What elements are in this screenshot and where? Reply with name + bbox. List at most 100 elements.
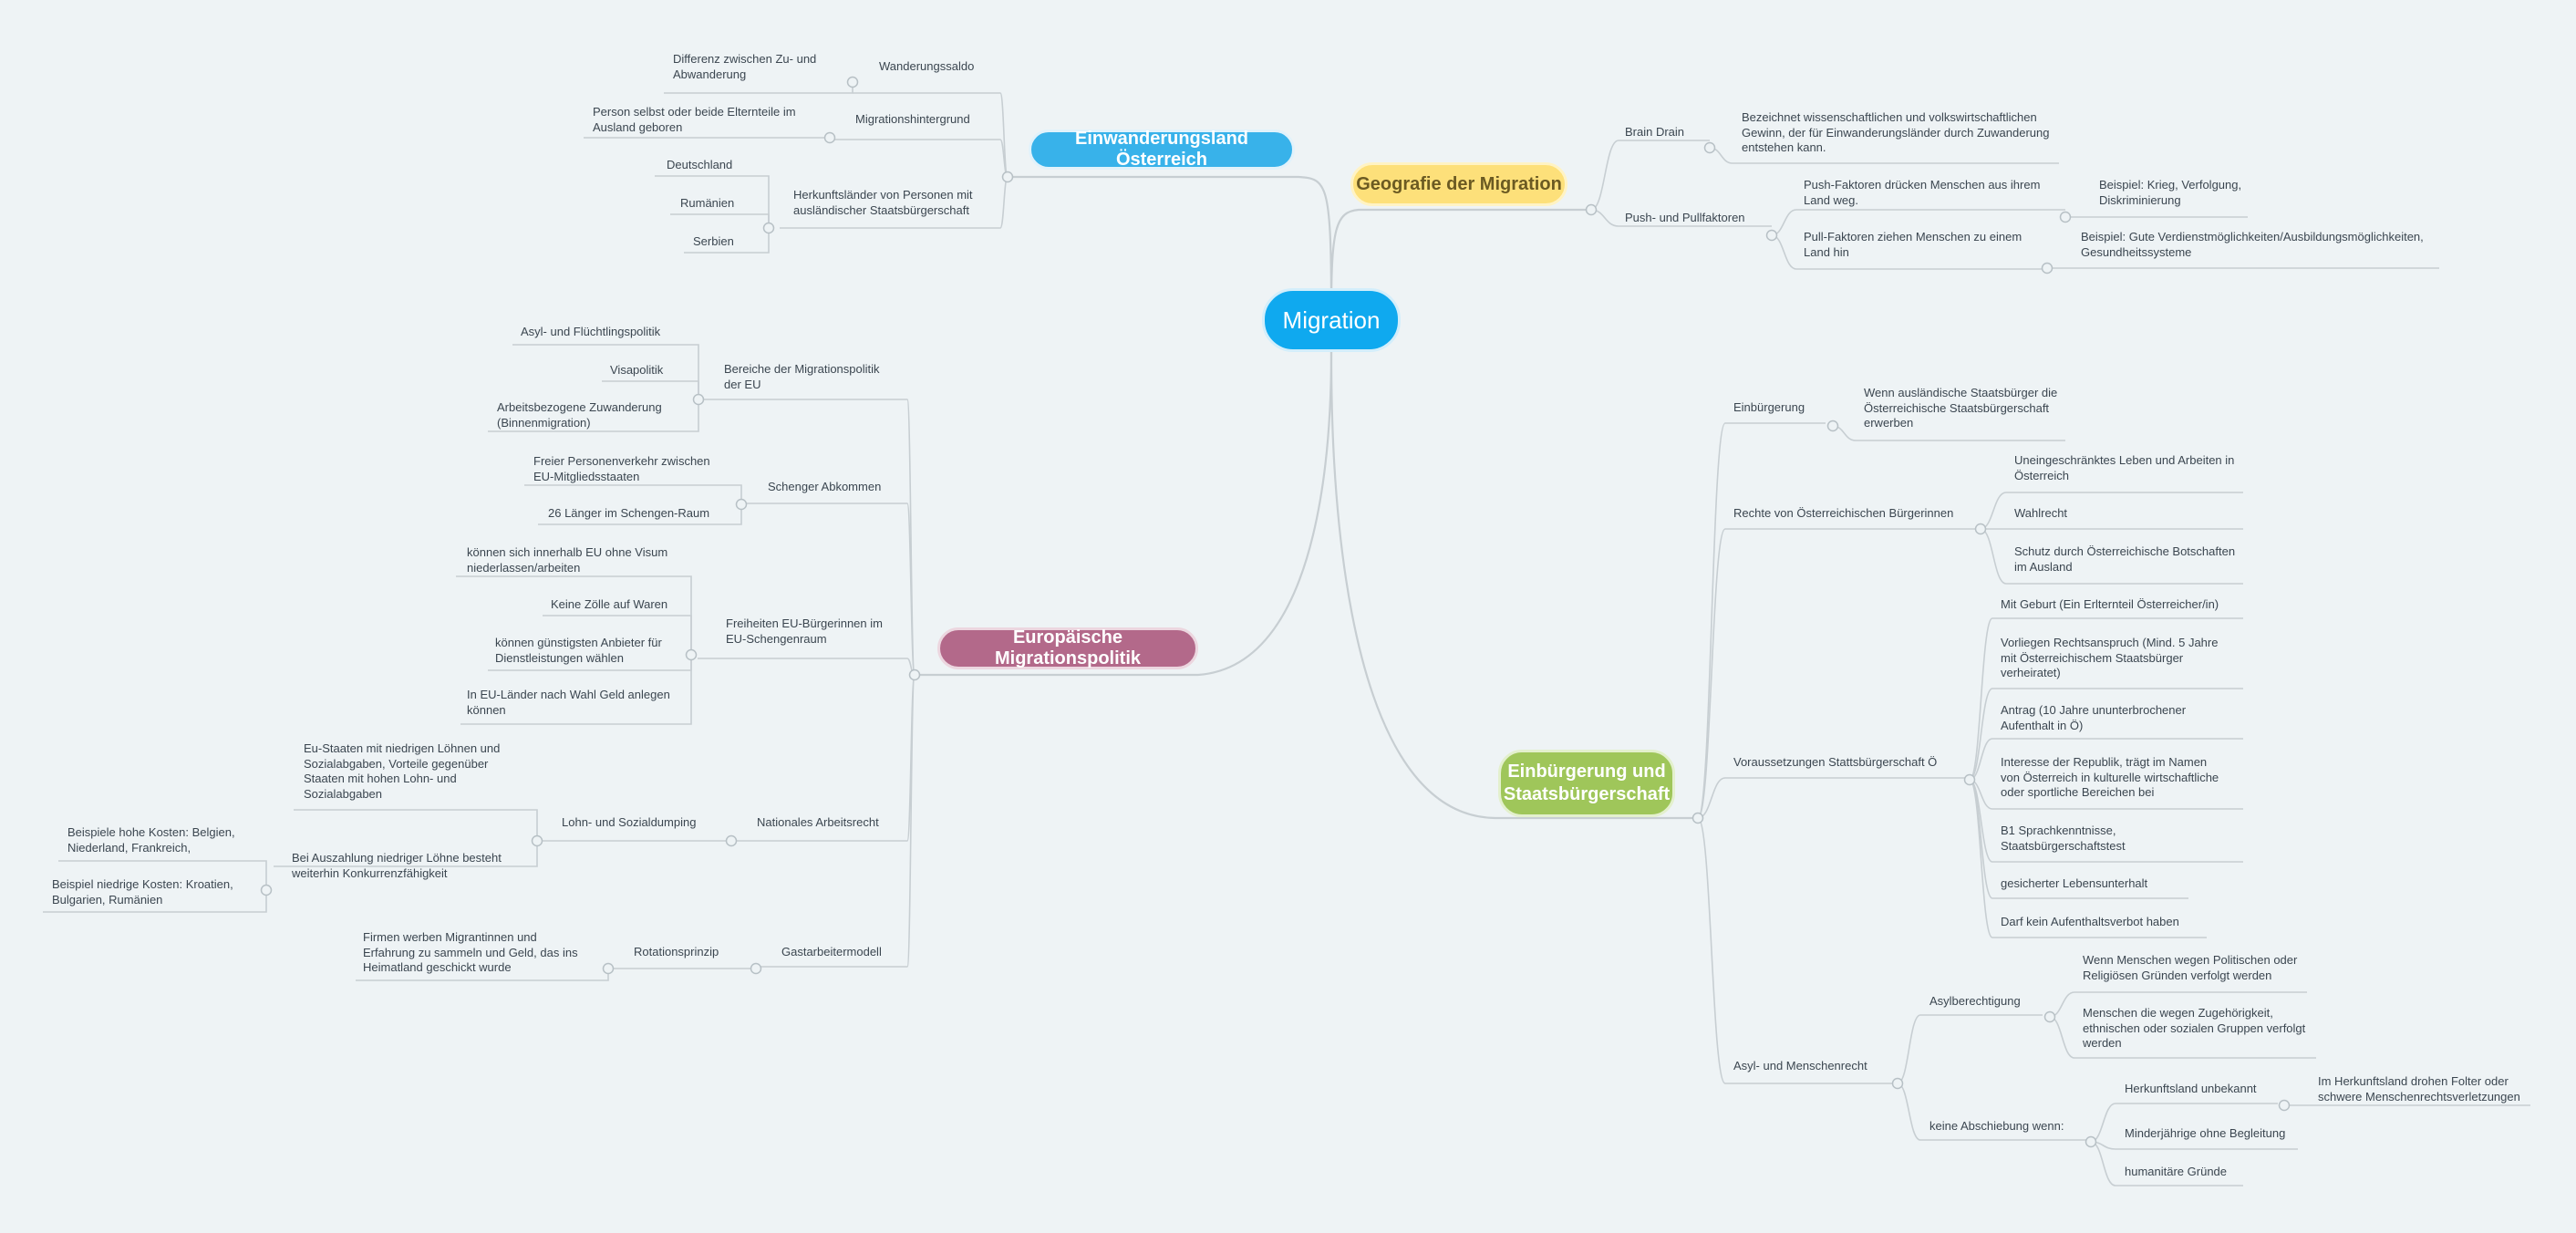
node-asylberechtigung[interactable]: Asylberechtigung [1929,994,2021,1008]
collapse-dot[interactable] [750,962,762,975]
connector-line [602,380,699,399]
collapse-dot[interactable] [602,962,615,975]
node-rechte[interactable]: Rechte von Österreichischen Bürgerinnen [1733,506,1954,520]
node-migrationshintergrund-def[interactable]: Person selbst oder beide Elternteile im … [593,105,796,134]
node-freiheiten[interactable]: Freiheiten EU-Bürgerinnen im EU-Schengen… [726,616,883,646]
node-dumping-b[interactable]: Bei Auszahlung niedriger Löhne besteht w… [292,851,502,880]
node-voraussetzungen[interactable]: Voraussetzungen Stattsbürgerschaft Ö [1733,755,1938,769]
node-wanderungssaldo-def[interactable]: Differenz zwischen Zu- und Abwanderung [673,52,817,81]
collapse-dot[interactable] [1891,1077,1904,1090]
node-arbeitsrecht[interactable]: Nationales Arbeitsrecht [757,815,879,829]
central-topic[interactable]: Migration [1262,288,1401,352]
node-push-pull[interactable]: Push- und Pullfaktoren [1625,211,1745,224]
collapse-dot[interactable] [735,498,748,511]
node-bereiche-item[interactable]: Arbeitsbezogene Zuwanderung (Binnenmigra… [497,400,662,430]
connector-line [1697,528,1981,819]
node-rotation[interactable]: Rotationsprinzip [634,945,719,958]
node-kosten-niedrig[interactable]: Beispiel niedrige Kosten: Kroatien, Bulg… [52,877,233,907]
node-voraussetzung-item[interactable]: Vorliegen Rechtsanspruch (Mind. 5 Jahre … [2001,636,2219,679]
node-folter[interactable]: Im Herkunftsland drohen Folter oder schw… [2318,1074,2520,1103]
node-land[interactable]: Rumänien [680,196,735,210]
connector-line [524,484,742,504]
node-asyl-item[interactable]: Wenn Menschen wegen Politischen oder Rel… [2083,953,2298,982]
node-land[interactable]: Deutschland [667,158,733,171]
node-gastarbeiter[interactable]: Gastarbeitermodell [781,945,882,958]
collapse-dot[interactable] [1001,171,1014,183]
collapse-dot[interactable] [2041,262,2054,275]
node-voraussetzung-item[interactable]: gesicherter Lebensunterhalt [2001,876,2148,890]
collapse-dot[interactable] [2059,211,2072,223]
node-keine-abschiebung[interactable]: keine Abschiebung wenn: [1929,1119,2064,1133]
node-herkunft-unbekannt[interactable]: Herkunftsland unbekannt [2125,1082,2257,1095]
node-brain-drain-def[interactable]: Bezeichnet wissenschaftlichen und volksw… [1742,110,2050,154]
topic-eu-migrationspolitik[interactable]: Europäische Migrationspolitik [937,627,1198,669]
node-herkunftslaender[interactable]: Herkunftsländer von Personen mit ausländ… [793,188,973,217]
node-dumping[interactable]: Lohn- und Sozialdumping [562,815,697,829]
collapse-dot[interactable] [823,131,836,144]
node-schengen-item[interactable]: 26 Länger im Schengen-Raum [548,506,710,520]
topic-geografie[interactable]: Geografie der Migration [1350,162,1567,206]
node-voraussetzung-item[interactable]: Mit Geburt (Ein Erlternteil Österreicher… [2001,597,2219,611]
node-abschiebung-item[interactable]: humanitäre Gründe [2125,1165,2228,1178]
collapse-dot[interactable] [531,834,543,847]
node-rechte-item[interactable]: Uneingeschränktes Leben und Arbeiten in … [2014,453,2235,482]
topic-einbuergerung[interactable]: Einbürgerung und Staatsbürgerschaft [1498,750,1675,817]
node-brain-drain[interactable]: Brain Drain [1625,125,1685,139]
node-asyl-menschenrecht[interactable]: Asyl- und Menschenrecht [1733,1059,1867,1072]
connector-line [919,351,1333,677]
node-wanderungssaldo[interactable]: Wanderungssaldo [879,59,975,73]
collapse-dot[interactable] [1585,203,1598,216]
node-freiheiten-item[interactable]: können günstigsten Anbieter für Dienstle… [495,636,662,665]
node-voraussetzung-item[interactable]: Antrag (10 Jahre ununterbrochener Aufent… [2001,703,2187,732]
node-voraussetzung-item[interactable]: Darf kein Aufenthaltsverbot haben [2001,915,2179,928]
collapse-dot[interactable] [725,834,738,847]
node-einbuergerung[interactable]: Einbürgerung [1733,400,1805,414]
node-bereiche-item[interactable]: Asyl- und Flüchtlingspolitik [521,325,661,338]
collapse-dot[interactable] [1703,141,1716,154]
collapse-dot[interactable] [846,76,859,88]
node-kosten-hoch[interactable]: Beispiele hohe Kosten: Belgien, Niederla… [67,825,235,855]
topic-einwanderungsland[interactable]: Einwanderungsland Österreich [1029,129,1295,170]
node-freiheiten-item[interactable]: In EU-Länder nach Wahl Geld anlegen könn… [467,688,670,717]
node-rotation-def[interactable]: Firmen werben Migrantinnen und Erfahrung… [363,930,578,974]
node-asyl-item[interactable]: Menschen die wegen Zugehörigkeit, ethnis… [2083,1006,2306,1050]
connector-line [1969,779,2207,938]
node-rechte-item[interactable]: Schutz durch Österreichische Botschaften… [2014,544,2236,574]
node-push-example[interactable]: Beispiel: Krieg, Verfolgung, Diskriminie… [2099,178,2242,207]
collapse-dot[interactable] [2278,1099,2291,1112]
collapse-dot[interactable] [2043,1010,2056,1023]
node-schengen-item[interactable]: Freier Personenverkehr zwischen EU-Mitgl… [533,454,710,483]
node-pull[interactable]: Pull-Faktoren ziehen Menschen zu einem L… [1804,230,2023,259]
collapse-dot[interactable] [692,393,705,406]
collapse-dot[interactable] [685,648,698,661]
collapse-dot[interactable] [1691,812,1704,824]
node-voraussetzung-item[interactable]: B1 Sprachkenntnisse, Staatsbürgerschafts… [2001,824,2126,853]
collapse-dot[interactable] [1974,523,1987,535]
node-freiheiten-item[interactable]: Keine Zölle auf Waren [551,597,668,611]
node-push[interactable]: Push-Faktoren drücken Menschen aus ihrem… [1804,178,2041,207]
node-migrationshintergrund[interactable]: Migrationshintergrund [855,112,970,126]
node-freiheiten-item[interactable]: können sich innerhalb EU ohne Visum nied… [467,545,668,575]
node-bereiche[interactable]: Bereiche der Migrationspolitik der EU [724,362,880,391]
node-land[interactable]: Serbien [693,234,734,248]
connector-line [698,658,916,676]
node-rechte-item[interactable]: Wahlrecht [2014,506,2068,520]
collapse-dot[interactable] [1963,773,1976,786]
connector-line [664,82,853,94]
collapse-dot[interactable] [908,668,921,681]
node-bereiche-item[interactable]: Visapolitik [610,363,664,377]
collapse-dot[interactable] [260,884,273,896]
node-voraussetzung-item[interactable]: Interesse der Republik, trägt im Namen v… [2001,755,2219,799]
collapse-dot[interactable] [1765,229,1778,242]
collapse-dot[interactable] [2085,1135,2097,1148]
connector-line [294,809,538,841]
node-abschiebung-item[interactable]: Minderjährige ohne Begleitung [2125,1126,2286,1140]
node-dumping-a[interactable]: Eu-Staaten mit niedrigen Löhnen und Sozi… [304,741,501,801]
connector-line [1697,777,1965,819]
node-schengen[interactable]: Schenger Abkommen [768,480,882,493]
node-einbuergerung-def[interactable]: Wenn ausländische Staatsbürger die Öster… [1864,386,2058,430]
node-pull-example[interactable]: Beispiel: Gute Verdienstmöglichkeiten/Au… [2081,230,2424,259]
collapse-dot[interactable] [762,222,775,234]
collapse-dot[interactable] [1826,420,1839,432]
